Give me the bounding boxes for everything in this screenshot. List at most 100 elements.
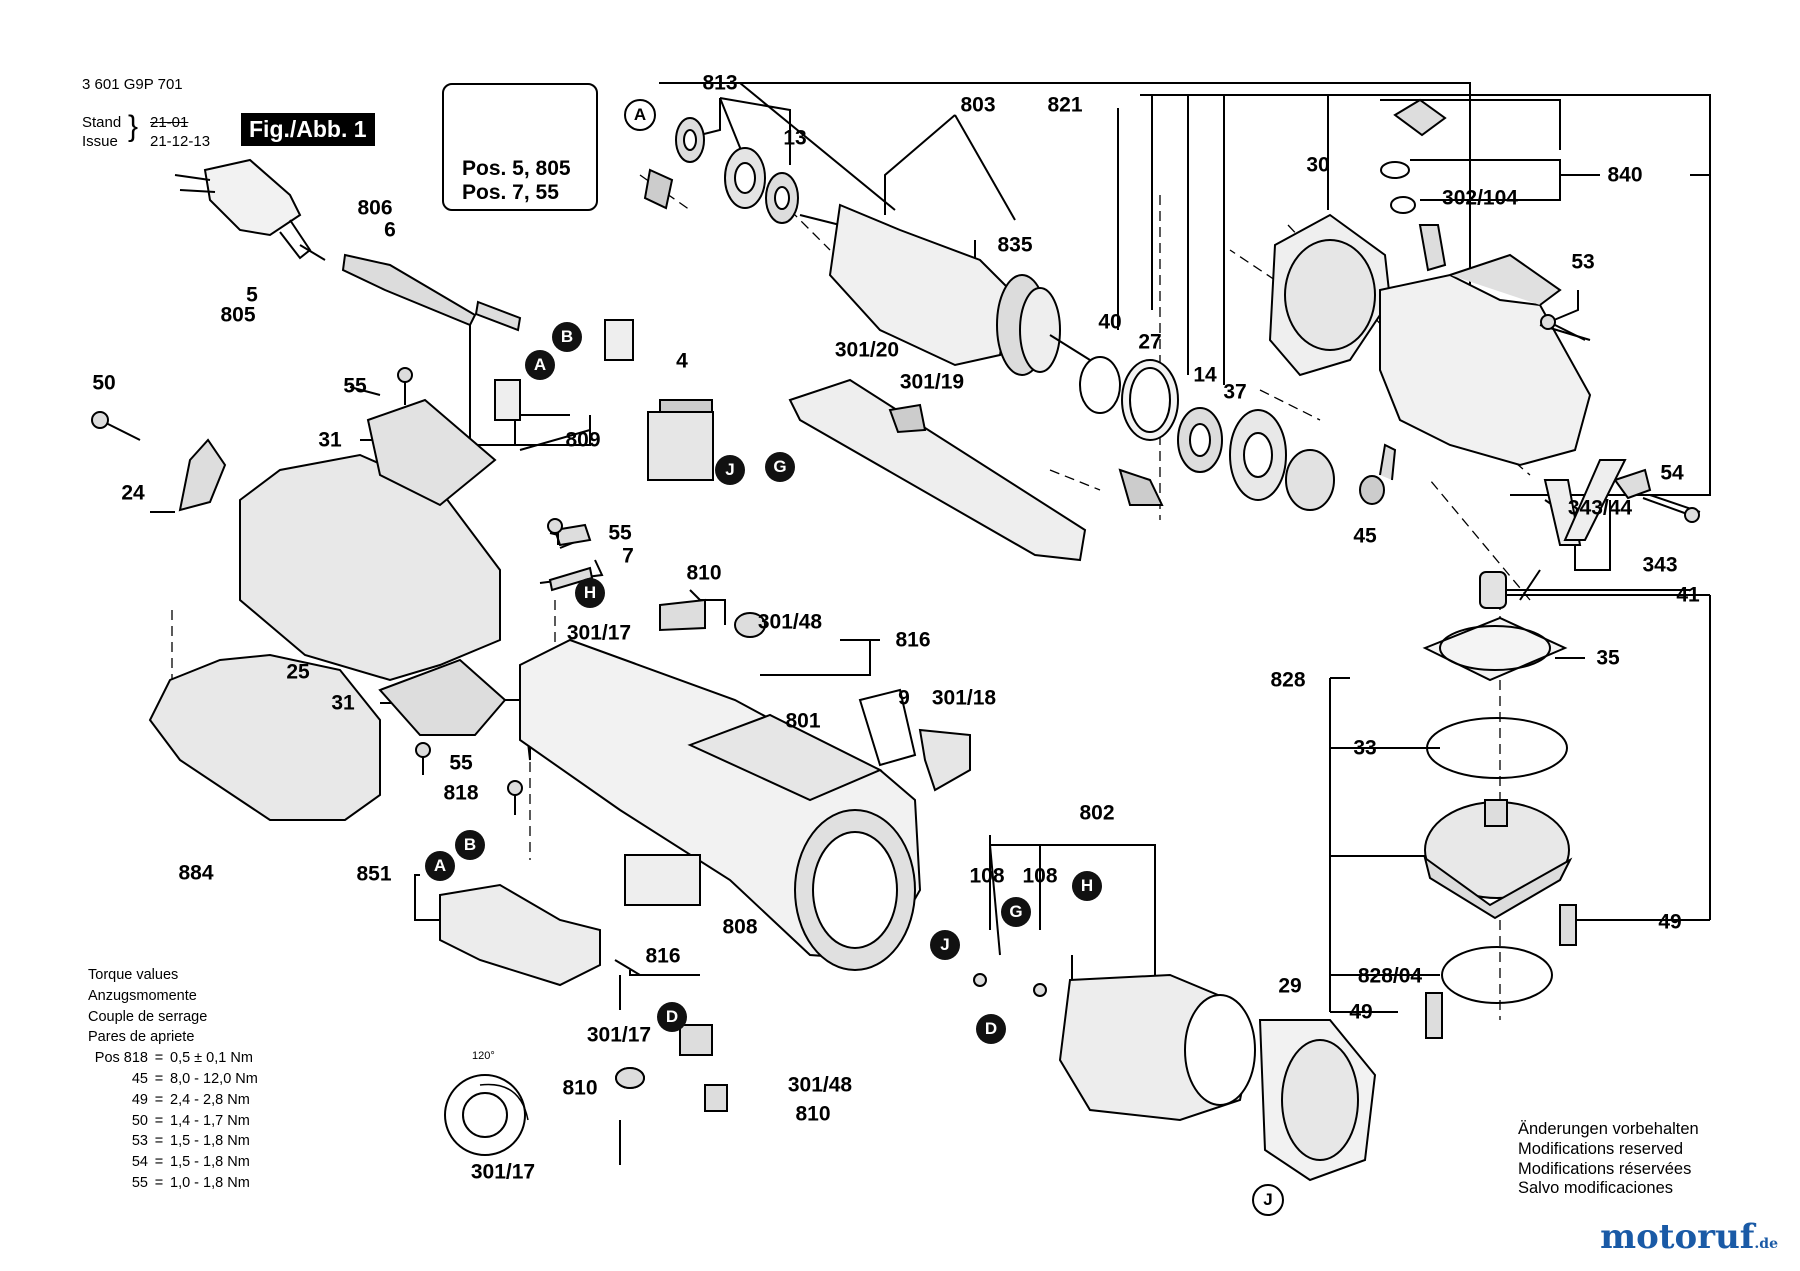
spindle-assembly (1285, 443, 1701, 1039)
part-label[interactable]: 14 (1193, 363, 1217, 387)
torque-row: Pos 818=0,5 ± 0,1 Nm (88, 1048, 258, 1069)
stand-date: 21-01 (150, 114, 189, 131)
part-label[interactable]: 33 (1353, 736, 1377, 760)
part-label[interactable]: 41 (1676, 583, 1700, 607)
part-label[interactable]: 55 (608, 521, 632, 545)
callout-marker[interactable]: G (765, 452, 795, 482)
doc-number: 3 601 G9P 701 (82, 76, 183, 93)
gear-housing (1268, 98, 1592, 467)
part-label[interactable]: 810 (795, 1102, 831, 1126)
part-label[interactable]: 816 (895, 628, 931, 652)
part-label[interactable]: 35 (1596, 646, 1620, 670)
part-label[interactable]: 108 (1022, 864, 1058, 888)
part-label[interactable]: 808 (722, 915, 758, 939)
part-label[interactable]: 805 (220, 303, 256, 327)
part-label[interactable]: 301/48 (757, 610, 823, 634)
part-label[interactable]: 30 (1306, 153, 1330, 177)
part-label[interactable]: 5 (246, 283, 258, 307)
part-label[interactable]: 108 (969, 864, 1005, 888)
part-label[interactable]: 24 (121, 481, 145, 505)
part-label[interactable]: 851 (356, 862, 392, 886)
torque-value: 0,5 ± 0,1 Nm (170, 1050, 253, 1067)
part-label[interactable]: 6 (384, 218, 396, 242)
part-label[interactable]: 343/44 (1567, 496, 1633, 520)
part-label[interactable]: 9 (898, 686, 910, 710)
callout-marker[interactable]: J (715, 455, 745, 485)
part-label[interactable]: 806 (357, 196, 393, 220)
callout-marker[interactable]: J (930, 930, 960, 960)
callout-marker[interactable]: A (624, 99, 656, 131)
callout-marker[interactable]: H (1072, 871, 1102, 901)
torque-pos: 50 (131, 1112, 148, 1129)
part-label[interactable]: 884 (178, 861, 214, 885)
torque-table: Torque values Anzugsmomente Couple de se… (88, 965, 258, 1194)
bearing-rings-and-fan-side (1079, 356, 1287, 506)
part-label[interactable]: 810 (562, 1076, 598, 1100)
part-label[interactable]: 7 (622, 544, 634, 568)
torque-value: 1,5 - 1,8 Nm (170, 1154, 250, 1171)
part-label[interactable]: 55 (449, 751, 473, 775)
switch-bar (788, 378, 1087, 562)
part-label[interactable]: 828/04 (1357, 964, 1423, 988)
part-label[interactable]: 301/48 (787, 1073, 853, 1097)
part-label[interactable]: 840 (1607, 163, 1643, 187)
part-label[interactable]: 801 (785, 709, 821, 733)
part-label[interactable]: 803 (960, 93, 996, 117)
callout-marker[interactable]: D (976, 1014, 1006, 1044)
part-label[interactable]: 809 (565, 428, 601, 452)
torque-row: 45=8,0 - 12,0 Nm (88, 1069, 258, 1090)
callout-marker[interactable]: A (525, 350, 555, 380)
part-label[interactable]: 25 (286, 660, 310, 684)
part-label[interactable]: 31 (331, 691, 355, 715)
part-label[interactable]: 301/19 (899, 370, 965, 394)
part-label[interactable]: 828 (1270, 668, 1306, 692)
part-label[interactable]: 821 (1047, 93, 1083, 117)
handle-covers (148, 398, 507, 821)
torque-pos: 55 (131, 1174, 148, 1191)
torque-pos: 53 (131, 1133, 148, 1150)
callout-marker[interactable]: J (1252, 1184, 1284, 1216)
part-label[interactable]: 29 (1278, 974, 1302, 998)
part-label[interactable]: 13 (783, 126, 807, 150)
part-label[interactable]: 40 (1098, 310, 1122, 334)
part-label[interactable]: 301/17 (470, 1160, 536, 1184)
part-label[interactable]: 49 (1349, 1000, 1373, 1024)
part-label[interactable]: 45 (1353, 524, 1377, 548)
callout-marker[interactable]: A (425, 851, 455, 881)
callout-marker[interactable]: B (552, 322, 582, 352)
part-label[interactable]: 50 (92, 371, 116, 395)
torque-value: 1,0 - 1,8 Nm (170, 1174, 250, 1191)
armature (799, 203, 1091, 376)
part-label[interactable]: 37 (1223, 380, 1247, 404)
part-label[interactable]: 802 (1079, 801, 1115, 825)
part-label[interactable]: 816 (645, 944, 681, 968)
part-label[interactable]: 810 (686, 561, 722, 585)
callout-marker[interactable]: D (657, 1002, 687, 1032)
part-label[interactable]: 55 (343, 374, 367, 398)
brand-name: motoruf (1600, 1217, 1755, 1257)
part-label[interactable]: 301/20 (834, 338, 900, 362)
part-label[interactable]: 49 (1658, 910, 1682, 934)
part-label[interactable]: 301/18 (931, 686, 997, 710)
torque-value: 1,4 - 1,7 Nm (170, 1112, 250, 1129)
part-label[interactable]: 4 (676, 349, 688, 373)
callout-marker[interactable]: H (575, 578, 605, 608)
part-label[interactable]: 301/17 (566, 621, 632, 645)
brand-logo[interactable]: motoruf.de (1600, 1217, 1778, 1257)
mod-fr: Modifications réservées (1518, 1159, 1692, 1178)
part-label[interactable]: 813 (702, 71, 738, 95)
brushes-and-holders (494, 319, 714, 481)
callout-marker[interactable]: B (455, 830, 485, 860)
part-label[interactable]: 53 (1571, 250, 1595, 274)
part-label[interactable]: 835 (997, 233, 1033, 257)
torque-equals: = (154, 1133, 164, 1150)
part-label[interactable]: 31 (318, 428, 342, 452)
callout-marker[interactable]: G (1001, 897, 1031, 927)
part-label[interactable]: 27 (1138, 330, 1162, 354)
part-label[interactable]: 54 (1660, 461, 1684, 485)
part-label[interactable]: 301/17 (586, 1023, 652, 1047)
part-label[interactable]: 302/104 (1442, 186, 1518, 210)
part-label[interactable]: 818 (443, 781, 479, 805)
part-label[interactable]: 343 (1642, 553, 1678, 577)
torque-row: 49=2,4 - 2,8 Nm (88, 1090, 258, 1111)
